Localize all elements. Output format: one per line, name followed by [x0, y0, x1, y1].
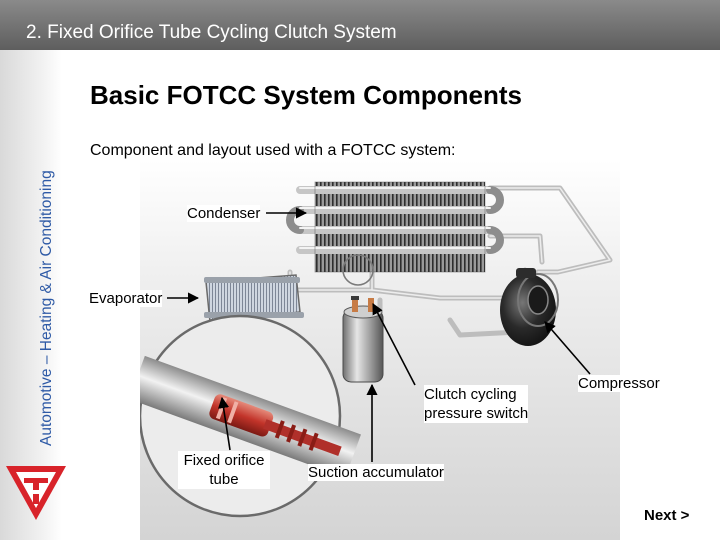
clutch-switch-label: Clutch cycling pressure switch [424, 385, 529, 423]
accumulator-label: Suction accumulator [308, 464, 444, 481]
logo-icon [6, 466, 66, 520]
header-bar: 2. Fixed Orifice Tube Cycling Clutch Sys… [0, 0, 720, 50]
compressor-label: Compressor [578, 375, 660, 392]
sidebar-band [0, 50, 62, 540]
orifice-tube-label-line2: tube [209, 471, 239, 488]
slide-title: Basic FOTCC System Components [90, 80, 522, 110]
clutch-switch-label-line1: Clutch cycling [424, 386, 517, 403]
condenser-label: Condenser [187, 205, 261, 222]
orifice-tube-label-line1: Fixed orifice [183, 452, 265, 469]
compressor-image [500, 268, 559, 346]
condenser-image [286, 181, 504, 273]
accumulator-image [342, 296, 384, 383]
evaporator-image [204, 274, 304, 323]
next-button[interactable]: Next > [644, 507, 690, 524]
clutch-switch-label-line2: pressure switch [424, 405, 529, 422]
evaporator-label: Evaporator [89, 290, 163, 307]
header-title: 2. Fixed Orifice Tube Cycling Clutch Sys… [26, 22, 397, 43]
sidebar-vertical-text: Automotive – Heating & Air Conditioning [38, 170, 55, 446]
slide-subtitle: Component and layout used with a FOTCC s… [90, 142, 456, 159]
orifice-tube-label: Fixed orifice tube [178, 451, 270, 489]
